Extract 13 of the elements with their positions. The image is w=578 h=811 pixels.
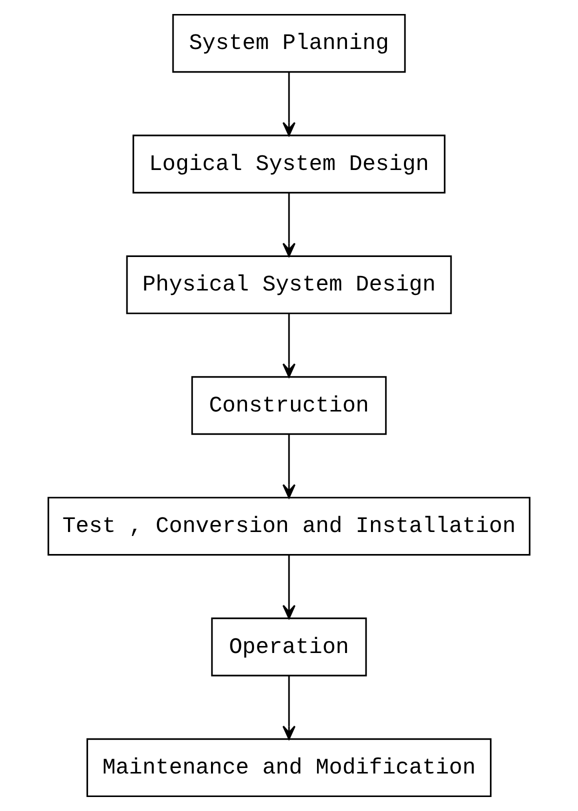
node-box: System Planning — [172, 14, 406, 73]
arrow — [282, 72, 296, 136]
node-box: Test , Conversion and Installation — [48, 496, 530, 556]
arrow — [282, 676, 296, 740]
arrow — [282, 555, 296, 620]
node-box: Physical System Design — [126, 255, 452, 314]
node-box: Construction — [191, 376, 387, 435]
node-box: Operation — [211, 618, 367, 676]
arrow — [282, 314, 296, 378]
arrow — [282, 434, 296, 498]
node-box: Logical System Design — [132, 134, 446, 194]
arrow — [282, 192, 296, 257]
node-box: Maintenance and Modification — [86, 738, 492, 798]
